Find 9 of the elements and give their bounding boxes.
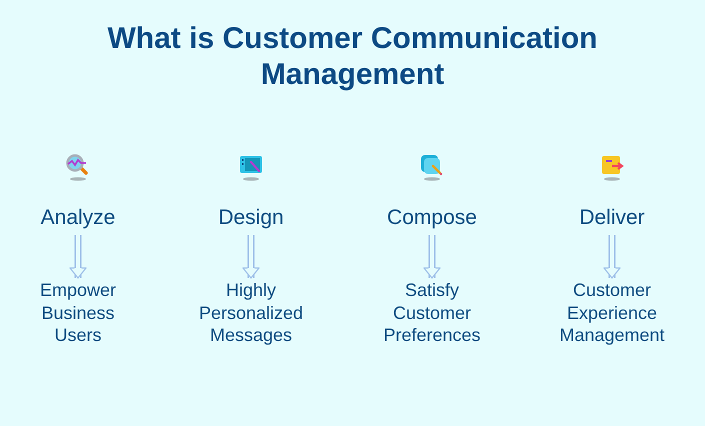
step-description: Highly Personalized Messages [193, 279, 309, 346]
step-heading: Analyze [0, 203, 158, 233]
step-heading: Deliver [532, 203, 692, 233]
title: What is Customer Communication Management [106, 21, 599, 93]
step-description: Empower Business Users [20, 279, 136, 346]
step-description: Satisfy Customer Preferences [374, 279, 490, 346]
step-heading: Design [171, 203, 331, 233]
step-description: Customer Experience Management [554, 279, 670, 346]
step-heading: Compose [352, 203, 512, 233]
